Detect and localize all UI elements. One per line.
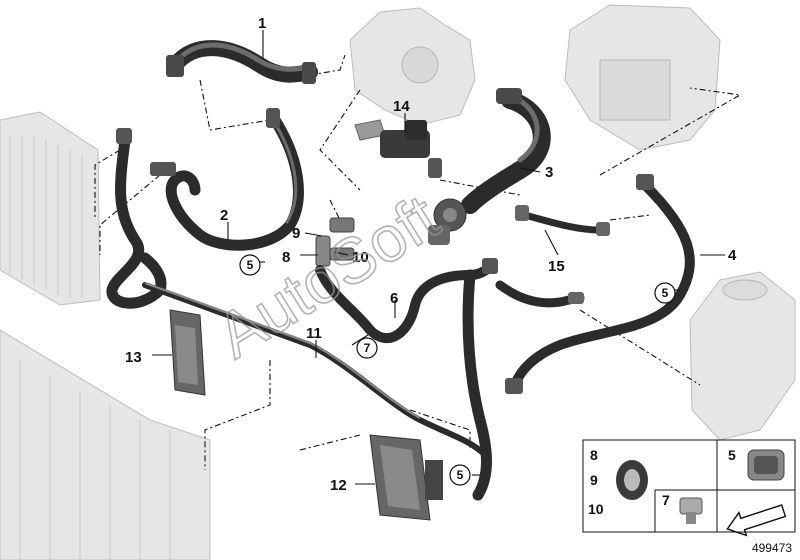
connection-lines: [94, 54, 742, 470]
hose-lower-return: [462, 269, 492, 501]
callout-9: 9: [292, 225, 300, 242]
clamp-icon: [616, 460, 648, 500]
legend-box-sleeve: 5: [716, 439, 796, 491]
circled-callout-5-right: 5: [662, 286, 669, 300]
t-piece: [315, 217, 355, 267]
circled-callout-5-left: 5: [247, 258, 254, 272]
bracket-12: [369, 434, 443, 521]
hose-2: [150, 108, 304, 251]
callout-14: 14: [393, 98, 410, 115]
radiator-left: [0, 111, 101, 306]
callout-11: 11: [306, 325, 322, 342]
water-pump: [349, 7, 476, 126]
callout-15: 15: [548, 258, 565, 275]
callout-6: 6: [390, 290, 398, 307]
callout-10: 10: [352, 249, 369, 266]
callout-3: 3: [545, 164, 553, 181]
hose-6: [315, 258, 498, 344]
pipe-11: [142, 282, 488, 458]
legend-label-9: 9: [590, 472, 598, 488]
diagram-id: 499473: [752, 541, 792, 555]
expansion-tank: [689, 271, 796, 441]
circled-callout-5-bottom: 5: [457, 468, 464, 482]
callout-2: 2: [220, 207, 228, 224]
legend-label-7: 7: [662, 492, 670, 508]
legend-label-8: 8: [590, 447, 598, 463]
circled-callouts: 5 5 5 7: [239, 254, 676, 486]
hose-3: [461, 88, 551, 214]
bracket-13: [169, 309, 206, 396]
callout-8: 8: [282, 249, 290, 266]
legend-box-arrow: [716, 489, 796, 537]
hose-4: [505, 174, 695, 394]
hose-radiator-left: [106, 128, 167, 309]
legend-box-clamps: 8 9 10 7: [582, 439, 718, 533]
callout-labels: 1 2 3 4 6 8 9 10 11 12 13 14 15: [125, 15, 737, 494]
callout-13: 13: [125, 349, 142, 366]
junction-center: [428, 198, 467, 245]
radiator-lower: [0, 329, 211, 560]
sleeve-icon: [747, 449, 785, 481]
arrow-icon: [726, 504, 787, 537]
valve-14: [354, 119, 442, 178]
callout-12: 12: [330, 477, 347, 494]
circled-callout-7: 7: [364, 341, 371, 355]
watermark-text: AutoSoft: [204, 181, 451, 372]
hose-15: [515, 205, 610, 236]
callout-4: 4: [728, 247, 737, 264]
watermark: AutoSoft: [203, 180, 451, 373]
legend-label-5: 5: [728, 447, 736, 463]
legend-label-10: 10: [588, 501, 604, 517]
engine-block-right: [564, 4, 721, 151]
callout-1: 1: [258, 15, 266, 32]
hose-right-lower: [495, 280, 585, 308]
hose-1: [166, 40, 318, 84]
clip-icon: [679, 497, 703, 524]
